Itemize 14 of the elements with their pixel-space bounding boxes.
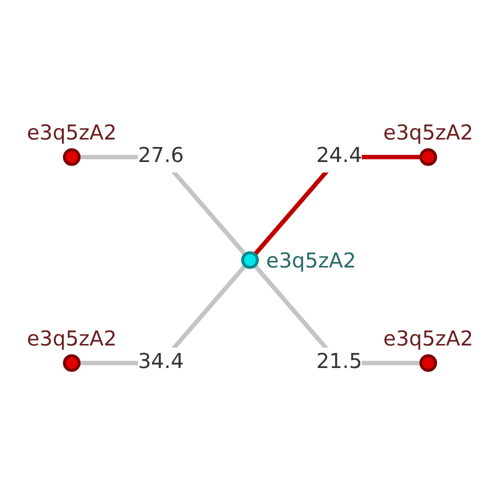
node-label: e3q5zA2 xyxy=(383,326,474,350)
node-circle xyxy=(62,148,81,166)
edge-label: 21.5 xyxy=(316,350,362,374)
edge-label: 27.6 xyxy=(138,144,184,168)
edge-label: 24.4 xyxy=(316,144,362,168)
node-label: e3q5zA2 xyxy=(26,326,117,350)
node-label: e3q5zA2 xyxy=(26,120,117,144)
node-circle xyxy=(62,354,81,372)
node-circle xyxy=(419,148,438,166)
node-circle xyxy=(241,251,259,269)
node-circle xyxy=(419,354,438,372)
node-label: e3q5zA2 xyxy=(383,120,474,144)
edge-label: 34.4 xyxy=(138,350,184,374)
node-label: e3q5zA2 xyxy=(266,248,356,272)
